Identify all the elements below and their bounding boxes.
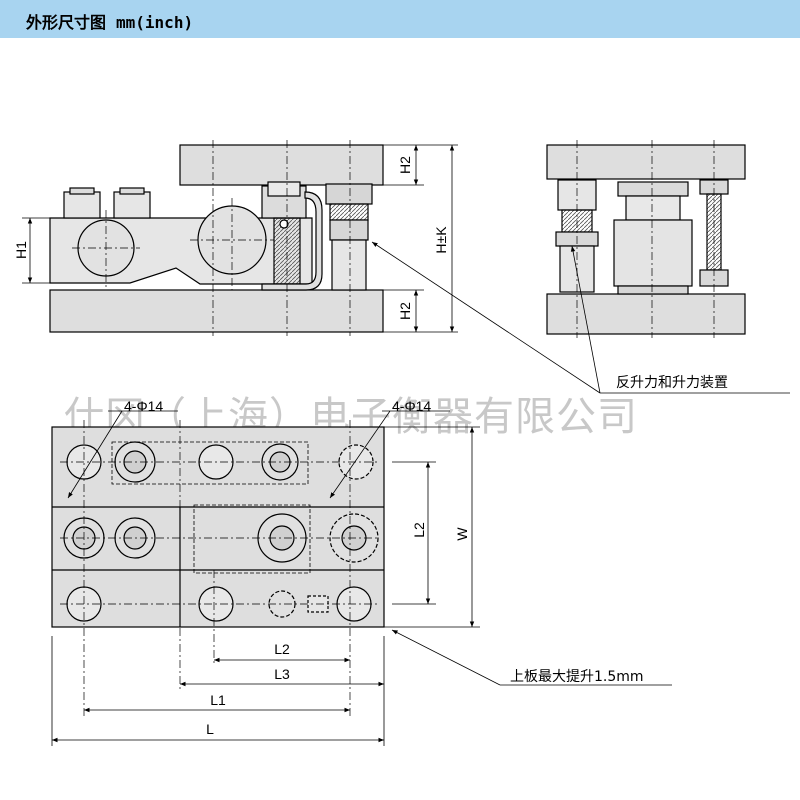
top-view — [51, 426, 385, 628]
hole-leaders — [67, 410, 450, 499]
dim-w: W — [454, 527, 470, 541]
top-hidden-lines — [111, 441, 311, 574]
dim-h1: H1 — [13, 241, 29, 259]
lift-device-leader — [371, 241, 790, 394]
dim-h2-top: H2 — [397, 156, 413, 174]
dim-l3: L3 — [274, 666, 290, 682]
dim-l1: L1 — [210, 692, 226, 708]
dim-l2: L2 — [274, 641, 290, 657]
unit-label: mm(inch) — [116, 13, 194, 32]
front-dimensions — [22, 144, 458, 333]
dim-l2-vertical: L2 — [411, 522, 427, 538]
side-centerlines — [576, 140, 715, 338]
front-centerlines — [72, 140, 351, 336]
side-view — [546, 144, 746, 335]
dim-h-k: H±K — [433, 226, 449, 254]
hole-callout-left: 4-Φ14 — [124, 398, 163, 414]
hole-callout-right: 4-Φ14 — [392, 398, 431, 414]
top-plate-lift-label: 上板最大提升1.5mm — [510, 669, 644, 685]
front-view — [49, 144, 384, 333]
dim-l: L — [206, 721, 214, 737]
lift-device-label: 反升力和升力装置 — [616, 375, 728, 391]
dim-h2-bottom: H2 — [397, 302, 413, 320]
top-dimensions — [51, 426, 672, 746]
